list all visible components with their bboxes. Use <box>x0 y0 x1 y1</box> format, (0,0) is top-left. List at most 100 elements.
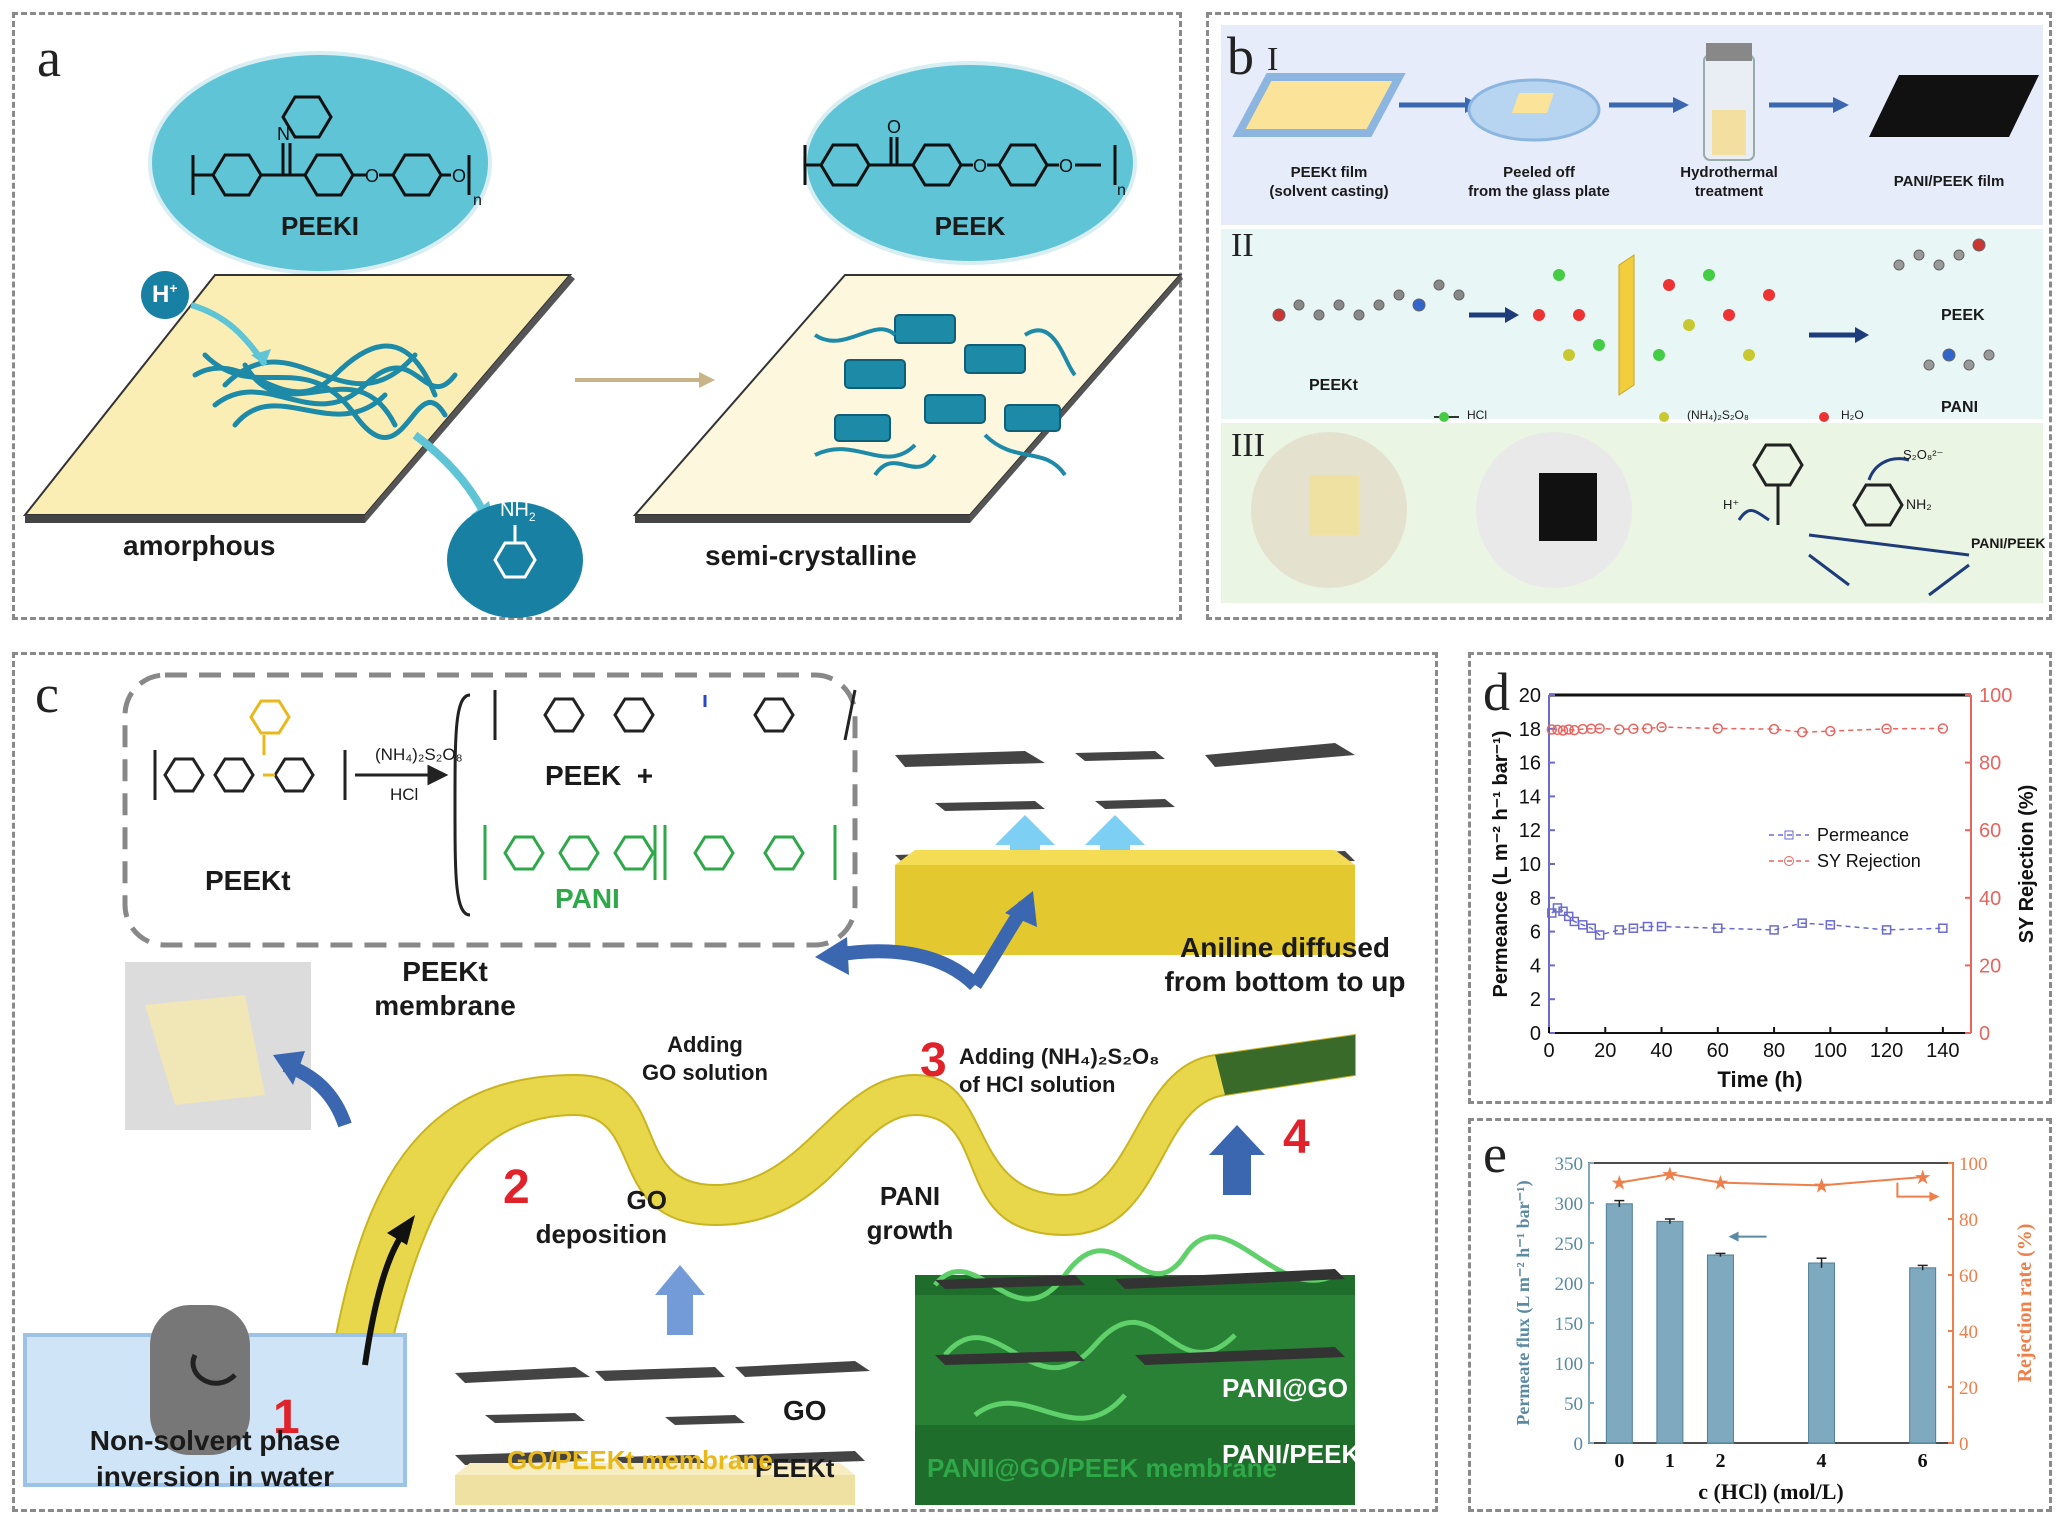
peekt-struct-label: PEEKt <box>205 865 291 896</box>
y-tick-label: 14 <box>1519 786 1541 808</box>
svg-text:O: O <box>887 117 901 137</box>
data-point <box>1642 723 1653 734</box>
bar <box>1808 1262 1836 1444</box>
go-peekt-membrane-label: GO/PEEKt membrane <box>507 1445 773 1475</box>
y-tick-label: 350 <box>1555 1154 1584 1175</box>
hcl-label: HCl <box>390 785 419 804</box>
peeki-label: PEEKI <box>280 211 360 241</box>
aniline-blob <box>447 502 583 618</box>
data-point <box>1628 723 1639 735</box>
data-point <box>1563 911 1574 922</box>
row-iii-label: III <box>1231 427 1265 464</box>
rejection-marker: ★ <box>1914 1165 1932 1189</box>
pani-peek-label: PANI/PEEK <box>1222 1439 1361 1469</box>
right-axis-arrow <box>1896 1182 1934 1198</box>
reagent-molecules <box>1533 269 1775 361</box>
y-tick-label: 200 <box>1555 1274 1584 1295</box>
mech-nh2: NH₂ <box>1906 496 1932 512</box>
series-line-1 <box>1551 726 1943 733</box>
y-tick-label: 300 <box>1555 1194 1584 1215</box>
x-tick-label: 40 <box>1650 1040 1672 1062</box>
peekt-molecule <box>1272 279 1465 322</box>
svg-text:N: N <box>277 124 290 144</box>
product-molecules <box>1893 238 1995 371</box>
mech-hplus: H⁺ <box>1723 497 1740 512</box>
data-point <box>1656 921 1667 932</box>
y-tick-label: 0 <box>1574 1434 1584 1455</box>
panel-b: b I II III PEEKt film (solvent casting) … <box>1206 12 2052 620</box>
panel-a: a N O O n <box>12 12 1183 620</box>
y2-tick-label: 40 <box>1959 1322 1978 1343</box>
y-tick-label: 18 <box>1519 719 1541 741</box>
pani-peek-film-icon <box>1869 75 2039 137</box>
y-axis-title: Permeate flux (L m⁻² h⁻¹ bar⁻¹) <box>1513 1180 1534 1425</box>
step4-number: 4 <box>1283 1111 1310 1164</box>
data-point <box>1825 725 1836 737</box>
h-plus-circle <box>141 271 189 319</box>
data-point <box>1614 724 1625 735</box>
panel-b-graphics <box>1221 25 2043 603</box>
x-axis-title: Time (h) <box>1717 1067 1802 1092</box>
svg-text:O: O <box>452 166 466 186</box>
adding-go-label: Adding GO solution <box>642 1032 768 1085</box>
panel-b-label: b <box>1227 26 1254 86</box>
y-tick-label: 20 <box>1519 685 1541 707</box>
x-tick-label: 20 <box>1594 1040 1616 1062</box>
semi-crystalline-film <box>632 274 1183 516</box>
go-sheets-bottom <box>455 1361 870 1465</box>
y2-axis-title: Rejection rate (%) <box>2014 1224 2036 1383</box>
y-tick-label: 2 <box>1530 989 1541 1011</box>
bar <box>1605 1203 1633 1444</box>
y-tick-label: 4 <box>1530 955 1541 977</box>
step3-label: Hydrothermal treatment <box>1680 164 1778 200</box>
y-tick-label: 16 <box>1519 753 1541 775</box>
y-tick-label: 6 <box>1530 922 1541 944</box>
series-line-0 <box>1551 907 1943 936</box>
rejection-marker: ★ <box>1813 1173 1831 1197</box>
pani-struct-label: PANI <box>555 883 620 914</box>
legend-h2o: H₂O <box>1841 408 1864 422</box>
y-tick-label: 12 <box>1519 820 1541 842</box>
plot-frame <box>1588 1162 1954 1444</box>
panel-d-label: d <box>1483 662 1510 722</box>
row-i-label: I <box>1267 41 1279 78</box>
left-axis-arrowhead <box>1728 1231 1739 1242</box>
data-point <box>1712 723 1724 734</box>
data-point <box>1628 923 1639 933</box>
peekt-label: PEEKt <box>1309 377 1358 394</box>
amorphous-chains <box>192 343 458 441</box>
data-point <box>1797 918 1807 928</box>
x-tick-label: 2 <box>1715 1450 1725 1472</box>
peekt-membrane-label: PEEKt membrane <box>374 956 516 1021</box>
data-point <box>1938 923 1948 933</box>
data-point <box>1558 906 1568 917</box>
peekt-layer-label: PEEKt <box>755 1453 835 1483</box>
data-point <box>1614 925 1625 935</box>
yellow-membrane-top <box>895 865 1355 955</box>
step1-number: 1 <box>273 1391 300 1444</box>
reaction-box <box>122 672 858 948</box>
data-point <box>1594 723 1605 734</box>
x-tick-label: 1 <box>1665 1450 1675 1472</box>
data-point <box>1881 723 1892 735</box>
pani-label-b: PANI <box>1941 399 1979 416</box>
svg-text:O: O <box>1059 156 1073 176</box>
panel-e-label: e <box>1483 1124 1507 1184</box>
legend-marker <box>1784 830 1794 840</box>
row-ii-label: II <box>1231 227 1254 264</box>
data-point <box>1768 723 1780 735</box>
legend-marker <box>1784 856 1794 866</box>
data-point <box>1656 721 1667 733</box>
branch-arrow-left <box>833 944 980 991</box>
panel-a-graphics: N O O n O O O n <box>22 51 1183 618</box>
step2-label: Peeled off from the glass plate <box>1468 164 1610 200</box>
semi-crystalline-label: semi-crystalline <box>705 540 917 571</box>
peek-structure <box>803 137 1117 187</box>
panii-membrane-label: PANII@GO/PEEK membrane <box>927 1453 1277 1483</box>
panel-c-graphics <box>23 672 1356 1505</box>
amorphous-label: amorphous <box>123 530 276 561</box>
rejection-line <box>1619 1173 1923 1187</box>
mech-s2o8: S₂O₈²⁻ <box>1903 447 1944 462</box>
